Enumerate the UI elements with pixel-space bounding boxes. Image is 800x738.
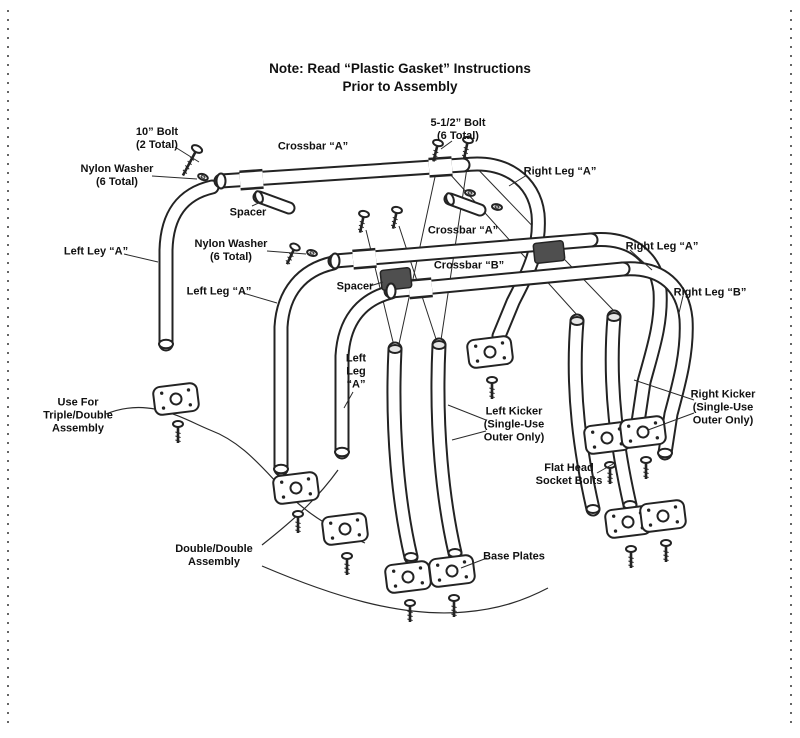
leader-lines: [123, 140, 695, 569]
label-right-kicker: Right Kicker (Single-Use Outer Only): [690, 388, 756, 427]
label-10-bolt: 10” Bolt (2 Total): [135, 126, 179, 151]
spacer-blocks: [379, 240, 566, 291]
label-crossbar-a-mid: Crossbar “A”: [427, 224, 499, 237]
note-title: Note: Read “Plastic Gasket” Instructions…: [0, 60, 800, 95]
label-crossbar-b: Crossbar “B”: [433, 259, 505, 272]
left-kicker-tubes: [394, 345, 455, 557]
note-line1: Note: Read “Plastic Gasket” Instructions: [269, 61, 531, 76]
label-flat-head: Flat Head Socket Bolts: [535, 462, 603, 487]
label-right-leg-b: Right Leg “B”: [673, 286, 747, 299]
label-left-ley-a: Left Ley “A”: [63, 245, 129, 258]
label-base-plates: Base Plates: [483, 550, 545, 563]
label-right-leg-a-1: Right Leg “A”: [523, 165, 597, 178]
tubes: [158, 164, 686, 562]
label-spacer-2: Spacer: [336, 280, 374, 293]
label-nylon-washer-2: Nylon Washer (6 Total): [194, 238, 268, 263]
label-spacer-1: Spacer: [229, 206, 267, 219]
label-left-leg-a-stack: Left Leg “A”: [345, 352, 367, 391]
tube-end-caps: [158, 172, 673, 562]
left-leg-a-mid-tube: [281, 263, 333, 469]
label-use-for: Use For Triple/Double Assembly: [43, 396, 113, 435]
label-right-leg-a-2: Right Leg “A”: [625, 240, 699, 253]
label-5-5-bolt: 5-1/2” Bolt (6 Total): [430, 117, 486, 142]
grouping-curves: [105, 406, 549, 614]
label-left-kicker: Left Kicker (Single-Use Outer Only): [483, 405, 545, 444]
left-leg-a-top-tube: [166, 187, 212, 344]
label-left-leg-a-mid: Left Leg “A”: [186, 285, 252, 298]
crossbar-a-top-tube: [221, 165, 463, 181]
note-line2: Prior to Assembly: [342, 78, 458, 94]
label-crossbar-a-top: Crossbar “A”: [277, 140, 349, 153]
label-nylon-washer-1: Nylon Washer (6 Total): [80, 163, 154, 188]
crossbar-b-tube: [391, 269, 623, 291]
label-double-double: Double/Double Assembly: [175, 543, 253, 568]
